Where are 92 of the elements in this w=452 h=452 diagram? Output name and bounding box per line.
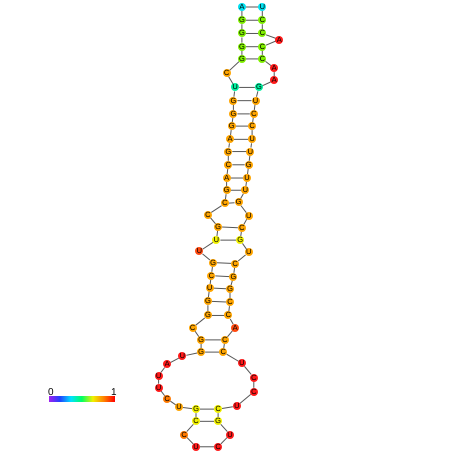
backbone-line xyxy=(195,317,206,326)
backbone-line xyxy=(220,436,228,444)
backbone-line xyxy=(216,230,218,237)
backbone-line xyxy=(228,306,230,312)
backbone-line xyxy=(240,205,247,214)
backbone-line xyxy=(186,352,198,356)
scale-tick-label: 0 xyxy=(48,388,54,398)
backbone-line xyxy=(202,242,214,250)
base-pair-line xyxy=(232,164,246,166)
base-pair-line xyxy=(204,339,222,340)
backbone-line xyxy=(262,10,263,17)
backbone-line xyxy=(266,34,276,39)
base-pair-line xyxy=(245,20,259,21)
base-pair-line xyxy=(211,314,225,316)
base-pair-line xyxy=(213,288,226,290)
backbone-line xyxy=(232,104,234,110)
backbone-line xyxy=(207,304,208,312)
backbone-line xyxy=(210,205,222,213)
base-pair-line xyxy=(211,300,226,303)
backbone-line xyxy=(252,117,254,123)
base-pair-line xyxy=(216,262,232,264)
backbone-line xyxy=(218,412,219,418)
backbone-line xyxy=(243,218,248,225)
backbone-line xyxy=(226,168,228,175)
base-pair-line xyxy=(200,420,215,422)
backbone-line xyxy=(239,394,252,404)
backbone-line xyxy=(262,24,263,30)
backbone-line xyxy=(222,406,234,409)
base-pair-line xyxy=(222,226,238,228)
backbone-line xyxy=(182,407,193,410)
backbone-line xyxy=(210,279,212,284)
base-pair-line xyxy=(230,190,242,191)
backbone-line xyxy=(274,72,275,77)
backbone-line xyxy=(220,424,228,432)
base-pair-line xyxy=(245,32,259,34)
backbone-line xyxy=(241,24,242,30)
backbone-line xyxy=(247,168,249,175)
backbone-line xyxy=(245,181,247,187)
scale-tick-label: 1 xyxy=(111,388,117,398)
backbone-line xyxy=(253,381,254,388)
base-pair-line xyxy=(232,151,247,152)
base-pair-line xyxy=(230,178,244,179)
backbone-line xyxy=(226,354,239,362)
backbone-line xyxy=(230,318,234,325)
backbone-line xyxy=(202,253,210,260)
backbone-line xyxy=(160,367,166,373)
backbone-line xyxy=(170,358,180,363)
base-pair-line xyxy=(234,138,249,140)
backbone-line xyxy=(228,155,229,162)
backbone-line xyxy=(242,242,247,250)
base-pair-line xyxy=(245,46,259,48)
backbone-line xyxy=(208,291,210,298)
backbone-line xyxy=(233,267,236,274)
base-pair-line xyxy=(238,86,256,88)
base-pair-line xyxy=(204,352,220,353)
base-pair-line xyxy=(200,408,215,410)
backbone-line xyxy=(224,194,227,200)
base-pair-line xyxy=(236,113,250,114)
backbone-line xyxy=(262,50,263,56)
backbone-line xyxy=(200,446,215,448)
backbone-line xyxy=(241,50,242,56)
backbone-line xyxy=(266,40,276,46)
backbone-line xyxy=(229,61,240,71)
base-pair-line xyxy=(228,202,235,204)
backbone-line xyxy=(228,142,230,148)
backbone-line xyxy=(223,343,225,349)
backbone-line xyxy=(170,400,176,406)
backbone-line xyxy=(256,90,258,98)
backbone-line xyxy=(186,436,194,444)
backbone-line xyxy=(226,182,228,187)
backbone-line xyxy=(233,90,236,98)
base-pair-line xyxy=(220,240,237,241)
backbone-line xyxy=(232,117,234,123)
backbone-line xyxy=(211,266,213,272)
backbone-line xyxy=(241,10,242,17)
backbone-line xyxy=(200,343,202,349)
base-pair-line xyxy=(245,6,259,8)
backbone-line xyxy=(241,36,242,44)
backbone-line xyxy=(252,130,253,136)
backbone-line xyxy=(228,76,234,84)
backbone-line xyxy=(250,142,252,148)
base-pair-line xyxy=(214,275,230,278)
backbone-line xyxy=(248,155,250,162)
backbone-line xyxy=(240,231,242,237)
backbone-line xyxy=(254,104,256,110)
base-pair-line xyxy=(235,126,249,127)
backbone-line xyxy=(238,254,246,262)
backbone-line xyxy=(230,130,232,136)
backbone-line xyxy=(244,366,252,375)
base-pair-line xyxy=(245,58,259,60)
backbone-line xyxy=(186,424,194,432)
base-pair-line xyxy=(236,100,252,102)
